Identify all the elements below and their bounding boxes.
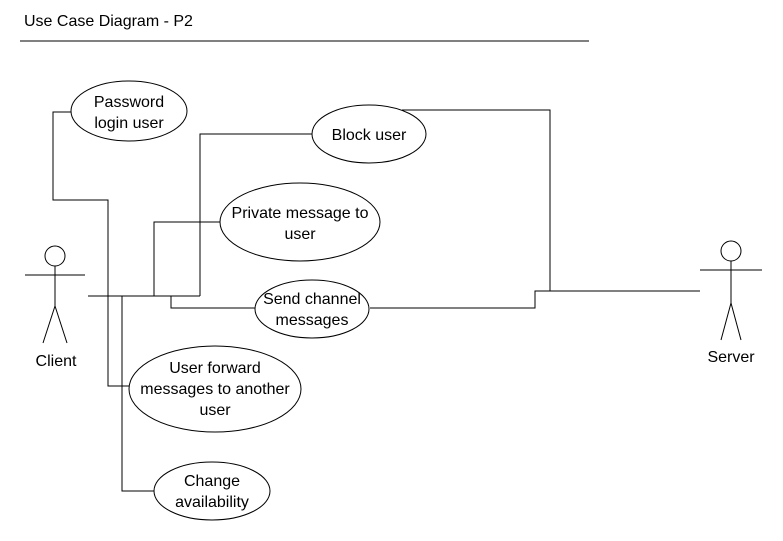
use-case-send-channel[interactable]: Send channel messages	[254, 279, 370, 339]
actor-left-leg	[720, 302, 732, 341]
actor-right-leg	[730, 302, 742, 341]
use-case-label-line: User forward	[169, 360, 261, 377]
connector-server-send-channel	[370, 290, 700, 309]
actor-server[interactable]: Server	[700, 240, 762, 366]
use-case-change-availability[interactable]: Change availability	[153, 461, 271, 521]
use-case-label-line: Password	[94, 94, 164, 111]
use-case-label-line: Block user	[332, 127, 407, 144]
actor-client[interactable]: Client	[25, 245, 85, 370]
use-case-password-login[interactable]: Password login user	[70, 80, 188, 142]
connector-password-login	[52, 111, 130, 387]
actor-right-leg	[54, 305, 68, 344]
connectors	[52, 109, 700, 492]
connector-server-block-user	[402, 109, 551, 291]
actor-head-icon	[44, 245, 66, 267]
use-case-private-message[interactable]: Private message to user	[219, 182, 381, 262]
actor-head-icon	[720, 240, 742, 262]
use-case-label-line: login user	[94, 115, 164, 132]
use-case-label-line: availability	[175, 494, 249, 511]
diagram-title: Use Case Diagram - P2	[24, 13, 193, 30]
actor-server-label: Server	[707, 349, 755, 366]
use-case-label-line: Send channel	[263, 291, 361, 308]
use-case-label-line: user	[284, 226, 316, 243]
use-case-label-line: messages	[276, 312, 349, 329]
connector-block-user	[199, 133, 313, 296]
connector-private-message	[153, 221, 221, 296]
use-case-block-user[interactable]: Block user	[311, 104, 427, 164]
connector-change-availability	[121, 296, 155, 492]
actor-left-leg	[42, 305, 56, 344]
use-case-label-line: Change	[184, 473, 240, 490]
actor-client-label: Client	[36, 353, 77, 370]
use-case-forward-messages[interactable]: User forward messages to another user	[128, 345, 302, 433]
connector-send-channel	[170, 296, 255, 309]
use-case-label-line: Private message to	[232, 205, 369, 222]
use-case-label-line: user	[199, 402, 231, 419]
use-case-label-line: messages to another	[140, 381, 290, 398]
